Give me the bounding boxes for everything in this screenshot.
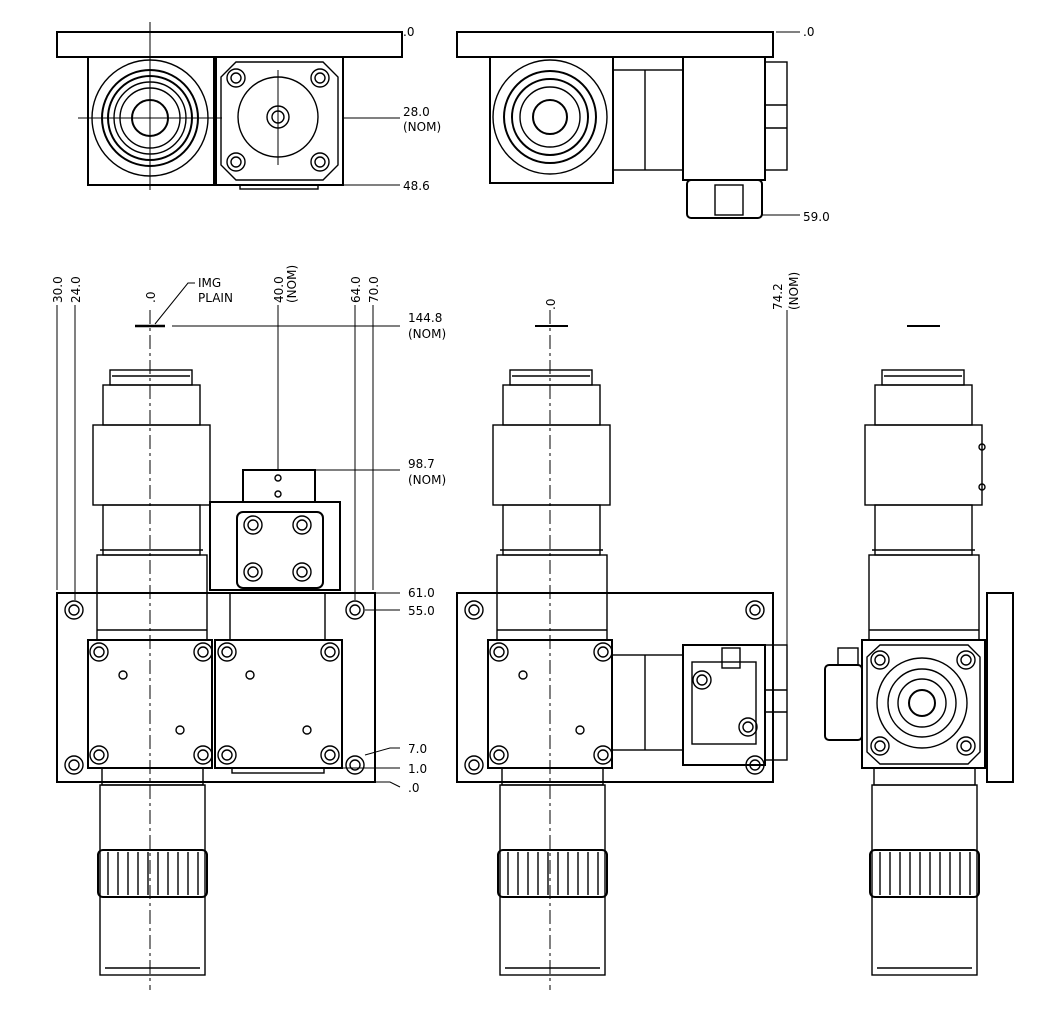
dim-40-note: (NOM) <box>285 265 299 303</box>
top-right-view: .0 59.0 <box>456 25 830 224</box>
dim-55: 55.0 <box>408 604 435 618</box>
dim-74-2: 74.2 <box>771 283 785 310</box>
dim-zero: .0 <box>144 292 158 303</box>
dim-70: 70.0 <box>367 276 381 303</box>
callout-plain: PLAIN <box>198 291 233 305</box>
dim-48-6: 48.6 <box>403 179 430 193</box>
dim-61: 61.0 <box>408 586 435 600</box>
dim-datum: .0 <box>403 25 414 39</box>
dim-98-7: 98.7 <box>408 457 435 471</box>
front-view: 30.0 24.0 .0 40.0 (NOM) 64.0 70.0 IMG PL… <box>51 265 446 990</box>
dim-datum-right: .0 <box>803 25 814 39</box>
dim-1: 1.0 <box>408 762 427 776</box>
dim-59: 59.0 <box>803 210 830 224</box>
callout-img: IMG <box>198 276 221 290</box>
dim-7: 7.0 <box>408 742 427 756</box>
dim-64: 64.0 <box>349 276 363 303</box>
dim-144-8: 144.8 <box>408 311 442 325</box>
right-view <box>824 325 1014 976</box>
dim-zero-middle: .0 <box>544 299 558 310</box>
dim-28-note: (NOM) <box>403 120 441 134</box>
dim-40: 40.0 <box>272 276 286 303</box>
dim-98-7-note: (NOM) <box>408 473 446 487</box>
top-left-view: .0 28.0 (NOM) 48.6 <box>56 22 441 193</box>
dim-24: 24.0 <box>69 276 83 303</box>
dim-74-2-note: (NOM) <box>787 272 801 310</box>
middle-view: .0 74.2 (NOM) <box>456 272 801 990</box>
dim-plate-zero: .0 <box>408 781 419 795</box>
dim-144-8-note: (NOM) <box>408 327 446 341</box>
dim-30: 30.0 <box>51 276 65 303</box>
dim-28: 28.0 <box>403 105 430 119</box>
